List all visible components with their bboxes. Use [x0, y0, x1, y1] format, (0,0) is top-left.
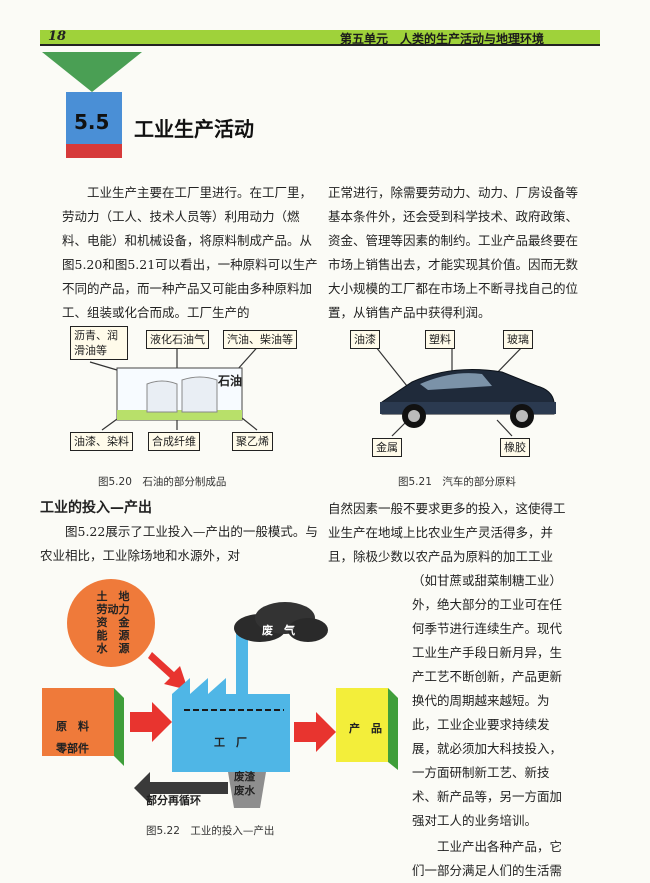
input-label: 土 地 — [96, 590, 130, 603]
wrap-line: 展，就必须加大科技投入， — [412, 741, 563, 756]
body-left-paragraph: 图5.22展示了工业投入—产出的一般模式。与农业相比，工业除场地和水源外，对 — [40, 524, 318, 563]
oil-diagram-lines — [89, 341, 263, 431]
material-box-rubber: 橡胶 — [500, 438, 530, 457]
inputs-circle-labels: 土 地 劳动力 资 金 能 源 水 源 — [82, 590, 144, 655]
wrap-line: 产工艺不断创新，产品更新 — [412, 669, 563, 684]
header-rule — [40, 44, 600, 46]
product-label: 产 品 — [349, 722, 382, 735]
input-label: 劳动力 — [96, 603, 130, 616]
intro-right-column: 正常进行，除需要劳动力、动力、厂房设备等基本条件外，还会受到科学技术、政府政策、… — [328, 185, 579, 320]
body-right-line: 业生产在地域上比农业生产灵活得多，并 — [328, 525, 554, 540]
material-box-glass: 玻璃 — [503, 330, 533, 349]
recycle-label: 部分再循环 — [146, 794, 201, 807]
raw-material-labels: 原 料 零部件 — [56, 716, 89, 760]
car-illustration — [371, 341, 556, 437]
section-title: 工业生产活动 — [134, 117, 254, 141]
product-box-lpg: 液化石油气 — [146, 330, 209, 349]
oil-label: 石油 — [218, 374, 243, 388]
body-right-line: 且，除极少数以农产品为原料的加工工业 — [328, 549, 554, 564]
body-right-wrap: （如甘蔗或甜菜制糖工业） 外，绝大部分的工业可在任 何季节进行连续生产。现代 工… — [412, 569, 602, 883]
input-label: 资 金 — [96, 616, 130, 629]
section-number: 5.5 — [74, 110, 110, 134]
wrap-line: 何季节进行连续生产。现代 — [412, 621, 563, 636]
section-number-block — [66, 92, 122, 144]
waste-label: 废水 — [234, 785, 255, 797]
running-title: 第五单元 人类的生产活动与地理环境 — [340, 32, 545, 46]
wrap-line: 们一部分满足人们的生活需 — [412, 863, 563, 878]
product-box-paint: 油漆、染料 — [70, 432, 133, 451]
product-box-asphalt: 沥青、润滑油等 — [70, 326, 128, 360]
wrap-line: 工业产出各种产品，它 — [437, 839, 563, 854]
product-box-fiber: 合成纤维 — [148, 432, 200, 451]
material-box-paint: 油漆 — [350, 330, 380, 349]
waste-water-labels: 废渣 废水 — [234, 770, 255, 798]
input-label: 水 源 — [96, 642, 130, 655]
waste-gas-label: 废 气 — [262, 624, 295, 637]
section-number-accent — [66, 144, 122, 158]
body-right-top: 自然因素一般不要求更多的投入，这使得工 业生产在地域上比农业生产灵活得多，并 且… — [328, 497, 600, 569]
section-triangle — [42, 52, 142, 92]
input-label: 能 源 — [96, 629, 130, 642]
wrap-line: 术、新产品等，另一方面加 — [412, 789, 563, 804]
page-number: 18 — [48, 29, 67, 44]
material-box-metal: 金属 — [372, 438, 402, 457]
header-bar — [40, 30, 600, 46]
wrap-line: 一方面研制新工艺、新技 — [412, 765, 550, 780]
factory-label: 工 厂 — [214, 736, 247, 749]
product-box-polyethylene: 聚乙烯 — [232, 432, 273, 451]
raw-label: 零部件 — [56, 742, 89, 755]
figure-5-20-caption: 图5.20 石油的部分制成品 — [98, 476, 227, 488]
subsection-title: 工业的投入—产出 — [40, 500, 152, 516]
intro-left-column: 工业生产主要在工厂里进行。在工厂里，劳动力（工人、技术人员等）利用动力（燃料、电… — [62, 185, 318, 320]
wrap-line: （如甘蔗或甜菜制糖工业） — [412, 573, 563, 588]
body-right-line: 自然因素一般不要求更多的投入，这使得工 — [328, 501, 566, 516]
figure-5-21-caption: 图5.21 汽车的部分原料 — [398, 476, 516, 488]
input-output-diagram — [42, 579, 398, 808]
product-box-gasoline: 汽油、柴油等 — [223, 330, 297, 349]
material-box-plastic: 塑料 — [425, 330, 455, 349]
wrap-line: 强对工人的业务培训。 — [412, 813, 538, 828]
waste-label: 废渣 — [234, 771, 255, 783]
wrap-line: 外，绝大部分的工业可在任 — [412, 597, 563, 612]
raw-label: 原 料 — [56, 720, 89, 733]
wrap-line: 此，工业企业要求持续发 — [412, 717, 550, 732]
wrap-line: 工业生产手段日新月异，生 — [412, 645, 563, 660]
wrap-line: 换代的周期越来越短。为 — [412, 693, 550, 708]
figure-5-22-caption: 图5.22 工业的投入—产出 — [146, 825, 275, 837]
